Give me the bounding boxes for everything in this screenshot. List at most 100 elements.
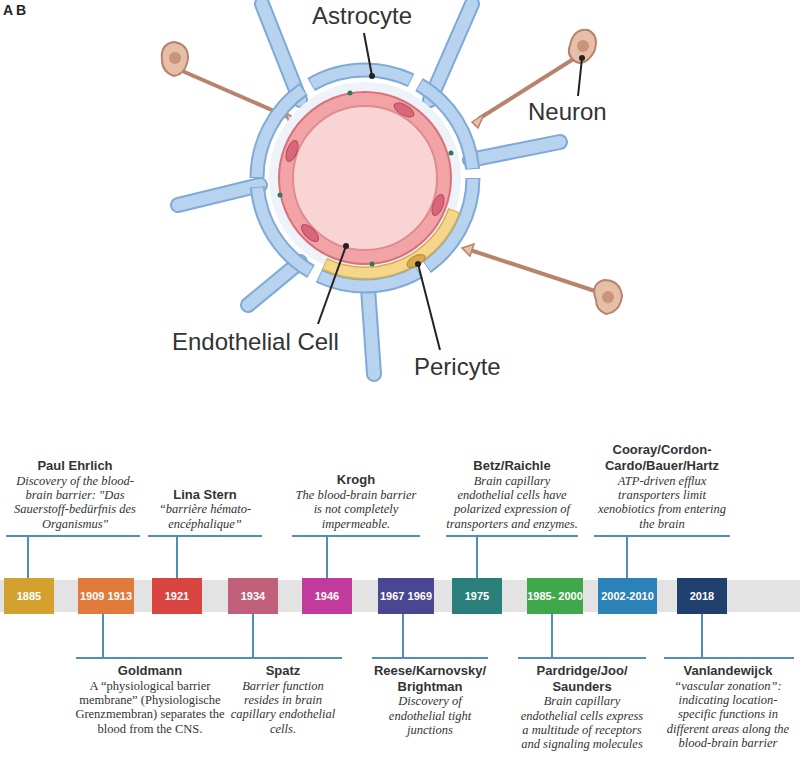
- endothelial-nucleus: [392, 100, 416, 120]
- panel-letter: A: [3, 2, 13, 18]
- timeline-callout: Betz/RaichleBrain capillary endothelial …: [445, 458, 579, 531]
- callout-text: “vascular zonation”: indicating location…: [660, 679, 796, 751]
- leader-line: [578, 58, 582, 96]
- astrocyte-process: [262, 4, 300, 100]
- timeline-brackets: [6, 536, 794, 658]
- year-text: 1985- 2000: [527, 590, 583, 603]
- year-box: 1985- 2000: [527, 578, 583, 614]
- year-box: 1967 1969: [378, 578, 434, 614]
- timeline-callout: GoldmannA “physiological barrier membran…: [75, 663, 225, 736]
- pericyte-nucleus: [405, 252, 427, 271]
- callout-name: Paul Ehrlich: [5, 458, 145, 474]
- astrocyte-process: [178, 185, 260, 205]
- leader-line: [318, 246, 346, 324]
- year-box: 1885: [4, 578, 54, 614]
- callout-text: Brain capillary endothelial cells have p…: [445, 474, 579, 532]
- year-text: 1885: [17, 590, 41, 603]
- callout-text: Barrier function resides in brain capill…: [224, 679, 342, 737]
- callout-name: Cooray/Cordon-Cardo/Bauer/Hartz: [594, 442, 730, 473]
- astrocyte-process: [430, 4, 472, 100]
- neuron-axon: [470, 250, 598, 292]
- leader-dots: [343, 55, 585, 267]
- neuron-soma: [162, 42, 188, 76]
- callout-bracket: [6, 536, 140, 578]
- astrocyte-process: [262, 4, 300, 100]
- astrocyte-processes: [178, 4, 560, 374]
- process-outline: [178, 4, 560, 374]
- callout-text: ATP-driven efflux transporters limit xen…: [594, 474, 730, 532]
- astrocyte-process: [248, 262, 300, 305]
- endothelial-nucleus: [430, 193, 447, 217]
- vessel-lumen: [293, 106, 437, 250]
- tight-junction: [278, 193, 283, 198]
- leader-lines: [318, 33, 582, 350]
- callout-name: Spatz: [224, 663, 342, 679]
- timeline-callout: Pardridge/Joo/ SaundersBrain capillary e…: [518, 663, 646, 752]
- callout-bracket: [292, 536, 420, 578]
- astrocyte-process: [178, 185, 260, 205]
- timeline-callout: Lina Stern“barrière hémato-encéphalique”: [146, 487, 264, 531]
- callout-text: “barrière hémato-encéphalique”: [146, 502, 264, 531]
- callout-bracket: [224, 614, 342, 658]
- year-box: 1909 1913: [78, 578, 134, 614]
- callout-bracket: [148, 536, 262, 578]
- year-box: 2002-2010: [598, 578, 657, 614]
- neurons: [162, 30, 622, 314]
- leader-dot: [369, 73, 375, 79]
- callout-name: Pardridge/Joo/ Saunders: [518, 663, 646, 694]
- astrocyte-endfoot-outline: [257, 70, 473, 286]
- leader-dot: [343, 243, 349, 249]
- part-label: Neuron: [528, 98, 607, 126]
- year-box: 2018: [677, 578, 727, 614]
- callout-bracket: [446, 536, 578, 578]
- callout-bracket: [664, 614, 794, 658]
- leader-line: [364, 33, 372, 76]
- callout-bracket: [518, 614, 646, 658]
- timeline-callout: KroghThe blood-brain barrier is not comp…: [292, 472, 420, 531]
- year-text: 1967 1969: [380, 590, 432, 603]
- pericyte: [270, 83, 460, 273]
- leader-dot: [415, 261, 421, 267]
- astrocyte-process: [368, 288, 374, 374]
- year-text: 2002-2010: [601, 590, 654, 603]
- leader-line: [418, 264, 440, 350]
- year-box: 1975: [452, 578, 502, 614]
- callout-text: Discovery of endothelial tight junctions: [370, 694, 490, 737]
- endothelial-nucleus: [284, 139, 301, 163]
- callout-name: Betz/Raichle: [445, 458, 579, 474]
- year-text: 1909 1913: [80, 590, 132, 603]
- astrocyte-process: [470, 142, 560, 160]
- callout-text: A “physiological barrier membrane” (Phys…: [75, 679, 225, 737]
- timeline-callout: Cooray/Cordon-Cardo/Bauer/HartzATP-drive…: [594, 442, 730, 531]
- endothelial-layer: [279, 92, 451, 264]
- year-text: 1934: [241, 590, 265, 603]
- part-label: Pericyte: [414, 353, 501, 381]
- capillary: [257, 70, 473, 286]
- neuron-soma: [569, 30, 596, 63]
- timeline-callout: Reese/Karnovsky/ BrightmanDiscovery of e…: [370, 663, 490, 737]
- callout-name: Lina Stern: [146, 487, 264, 503]
- callout-text: The blood-brain barrier is not completel…: [292, 488, 420, 531]
- neuron-soma: [594, 280, 622, 314]
- callout-text: Discovery of the blood-brain barrier: "D…: [5, 474, 145, 532]
- callout-name: Goldmann: [75, 663, 225, 679]
- year-text: 1921: [165, 590, 189, 603]
- pericyte-outline: [270, 83, 460, 273]
- callout-bracket: [372, 614, 488, 658]
- neuron-nucleus: [169, 52, 181, 64]
- timeline-callout: Vanlandewijck“vascular zonation”: indica…: [660, 663, 796, 750]
- year-box: 1921: [152, 578, 202, 614]
- year-box: 1946: [302, 578, 352, 614]
- year-text: 2018: [690, 590, 714, 603]
- callout-name: Reese/Karnovsky/ Brightman: [370, 663, 490, 694]
- panel-letter: B: [16, 2, 26, 18]
- axon-terminal: [462, 244, 474, 256]
- part-label: Astrocyte: [312, 2, 412, 30]
- leader-dot: [579, 55, 585, 61]
- astrocyte-endfoot: [257, 70, 473, 286]
- tight-junction: [370, 262, 375, 267]
- callout-text: Brain capillary endothelial cells expres…: [518, 694, 646, 752]
- callout-name: Krogh: [292, 472, 420, 488]
